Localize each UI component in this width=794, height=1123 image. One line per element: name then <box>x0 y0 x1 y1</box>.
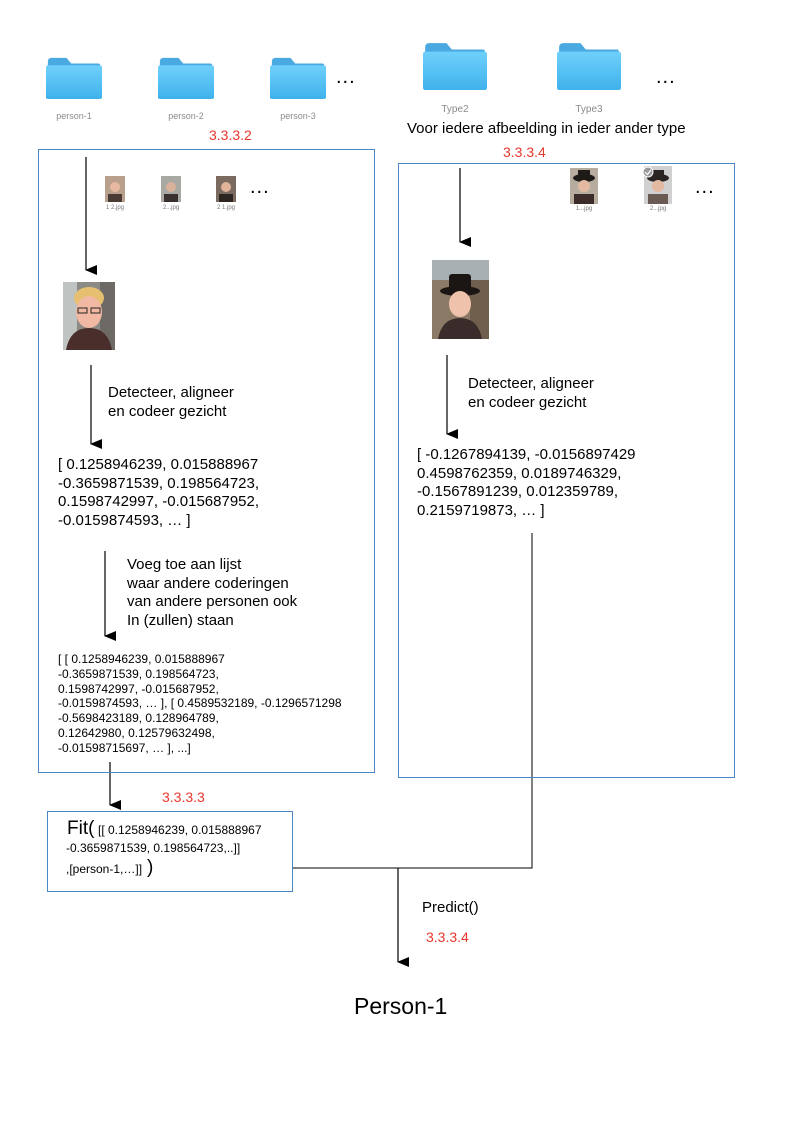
fit-suffix: ) <box>147 857 154 878</box>
more-images-ellipsis: ... <box>695 176 715 198</box>
types-caption: Voor iedere afbeelding in ieder ander ty… <box>407 120 686 137</box>
folder-label-person-2: person-2 <box>168 111 204 121</box>
fit-args-line1: [[ 0.1258946239, 0.015888967 <box>98 823 262 837</box>
thumbnail-label: 1...jpg <box>575 206 593 212</box>
result-label: Person-1 <box>354 993 448 1019</box>
encodings-list: [ [ 0.1258946239, 0.015888967 -0.3659871… <box>58 652 342 755</box>
folder-label-person-3: person-3 <box>280 111 316 121</box>
more-folders-ellipsis: ... <box>336 66 356 88</box>
folder-label-type2: Type2 <box>441 104 469 115</box>
thumbnail-label: 2...jpg <box>649 206 667 212</box>
fit-args-line2: -0.3659871539, 0.198564723,..]] <box>66 841 241 855</box>
section-number: 3.3.3.4 <box>503 144 546 160</box>
thumbnail-label: 2...jpg <box>162 205 180 211</box>
fit-box <box>47 811 293 892</box>
thumbnail-image <box>161 176 181 202</box>
face-photo-person-1 <box>63 282 115 350</box>
section-number: 3.3.3.4 <box>426 929 469 945</box>
folder-icon-type3 <box>557 43 621 91</box>
thumbnail-image <box>105 176 125 202</box>
step-add-to-list: Voeg toe aan lijst waar andere coderinge… <box>127 556 298 629</box>
fit-args-line3: ,[person-1,…]] <box>66 862 143 876</box>
folder-label-person-1: person-1 <box>56 111 92 121</box>
folder-icon-type2 <box>423 43 487 91</box>
fit-prefix: Fit( <box>67 818 95 839</box>
more-types-ellipsis: ... <box>656 66 676 88</box>
section-number: 3.3.3.2 <box>209 127 252 143</box>
more-images-ellipsis: ... <box>250 176 270 198</box>
encoding-vector: [ -0.1267894139, -0.0156897429 0.4598762… <box>417 446 636 519</box>
encoding-vector: [ 0.1258946239, 0.015888967 -0.365987153… <box>58 456 260 529</box>
predict-label: Predict() <box>422 899 479 916</box>
folder-icon-person-3 <box>270 57 326 99</box>
connector-line <box>292 533 533 869</box>
folder-icon-person-2 <box>158 57 214 99</box>
folder-icon-person-1 <box>46 57 102 99</box>
step-detect-align-encode: Detecteer, aligneer en codeer gezicht <box>468 375 594 411</box>
thumbnail-image <box>642 166 672 204</box>
thumbnail-label: 1 2.jpg <box>105 205 124 211</box>
thumbnail-image <box>570 168 598 204</box>
face-photo-type2 <box>432 260 489 339</box>
thumbnail-label: 2 1.jpg <box>216 205 235 211</box>
thumbnail-image <box>216 176 236 202</box>
left-panel <box>38 149 375 773</box>
step-detect-align-encode: Detecteer, aligneer en codeer gezicht <box>108 384 234 420</box>
folder-label-type3: Type3 <box>575 104 603 115</box>
section-number: 3.3.3.3 <box>162 789 205 805</box>
right-panel <box>398 163 735 778</box>
